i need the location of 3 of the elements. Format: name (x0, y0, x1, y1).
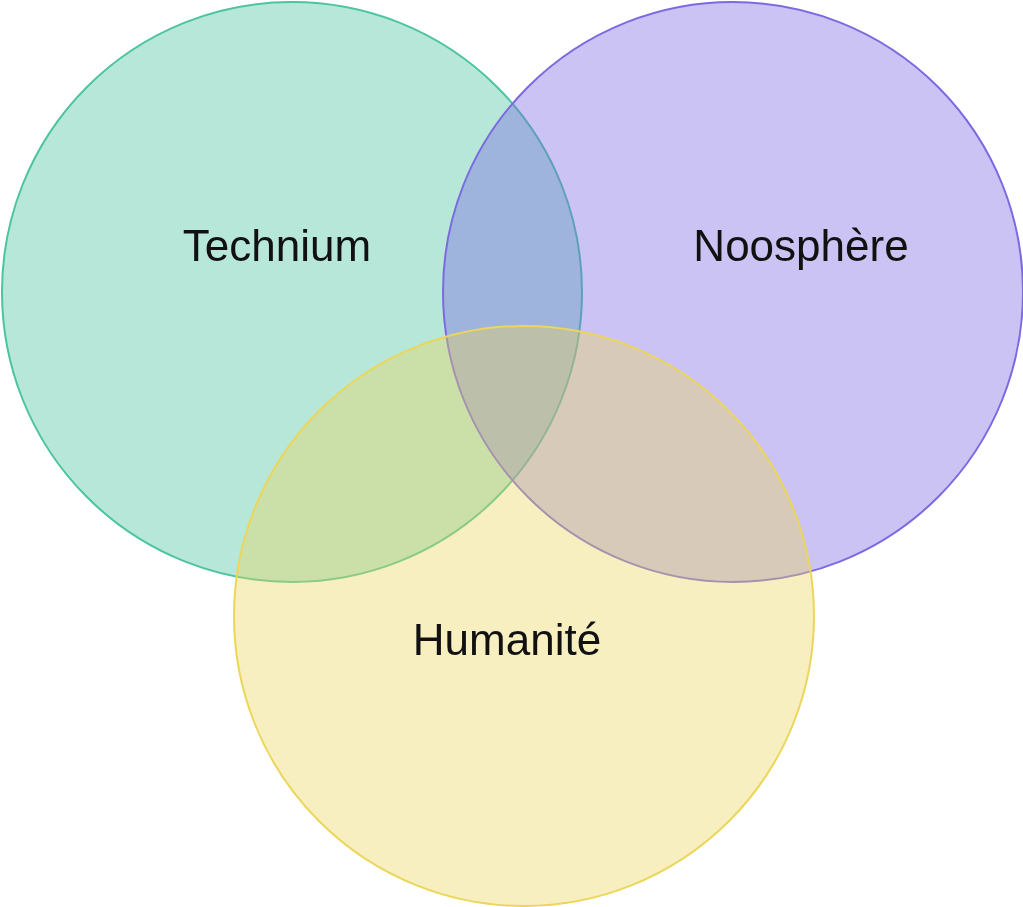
set-label: Technium (182, 220, 372, 272)
set-label: Humanité (412, 614, 602, 666)
set-label: Noosphère (693, 220, 909, 272)
